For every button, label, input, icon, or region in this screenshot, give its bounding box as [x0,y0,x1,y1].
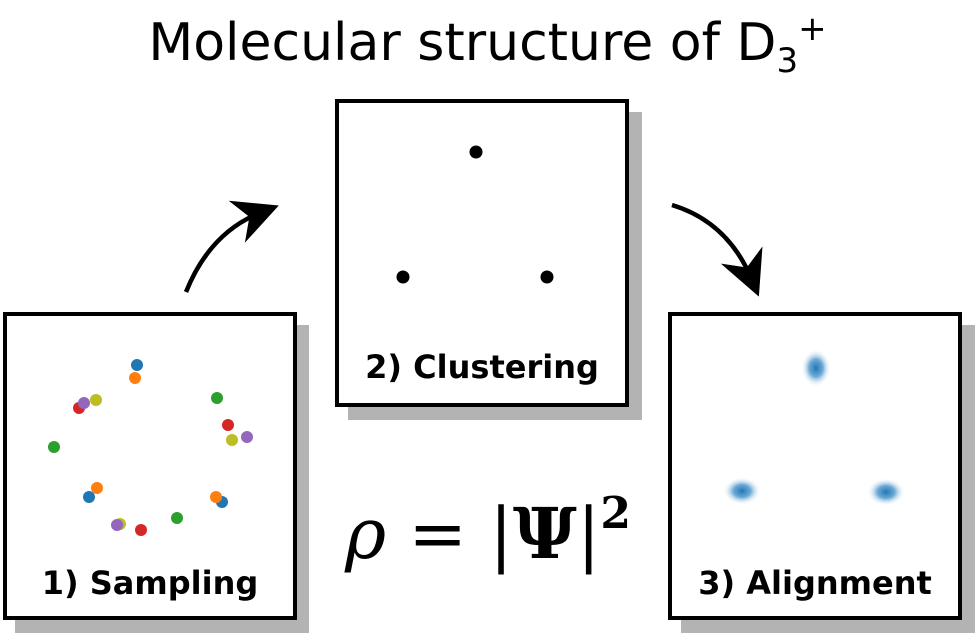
alignment-label: 3) Alignment [698,564,932,602]
formula-exponent: 2 [600,488,632,539]
sample-point [78,397,90,409]
formula-psi: Ψ [512,492,577,575]
title-main: Molecular structure of D [148,13,777,73]
sample-point [90,394,102,406]
density-blob [723,477,761,505]
clustering-panel: 2) Clustering [335,99,629,407]
density-blob [867,478,905,506]
cluster-centers [396,145,554,284]
sampling-panel: 1) Sampling [3,312,297,620]
formula-bar: | [576,493,601,575]
density-blobs [723,349,905,506]
sample-point [210,491,222,503]
sample-point [226,434,238,446]
sample-point [83,491,95,503]
title-subscript: 3 [776,41,799,81]
sample-point [48,441,60,453]
sample-point [91,482,103,494]
sample-point [111,519,123,531]
formula-equals: = | [386,493,513,575]
sample-point [129,372,141,384]
title-superscript: + [798,9,827,49]
sample-point [135,524,147,536]
cluster-center [396,270,410,284]
cluster-center [540,270,554,284]
arrow-sampling-to-clustering [183,200,279,293]
sample-point [171,512,183,524]
sampling-points [48,359,253,536]
clustering-label: 2) Clustering [365,348,599,386]
sample-point [131,359,143,371]
arrow-clustering-to-alignment [671,202,763,297]
density-blob [801,349,831,387]
sample-point [211,392,223,404]
formula-rho: ρ [345,493,387,575]
alignment-panel: 3) Alignment [668,312,962,620]
sample-point [222,419,234,431]
page-title: Molecular structure of D3+ [0,0,975,90]
density-formula: ρ = |Ψ|2 [345,488,631,575]
sample-point [241,431,253,443]
cluster-center [469,145,483,159]
sampling-label: 1) Sampling [41,564,259,602]
